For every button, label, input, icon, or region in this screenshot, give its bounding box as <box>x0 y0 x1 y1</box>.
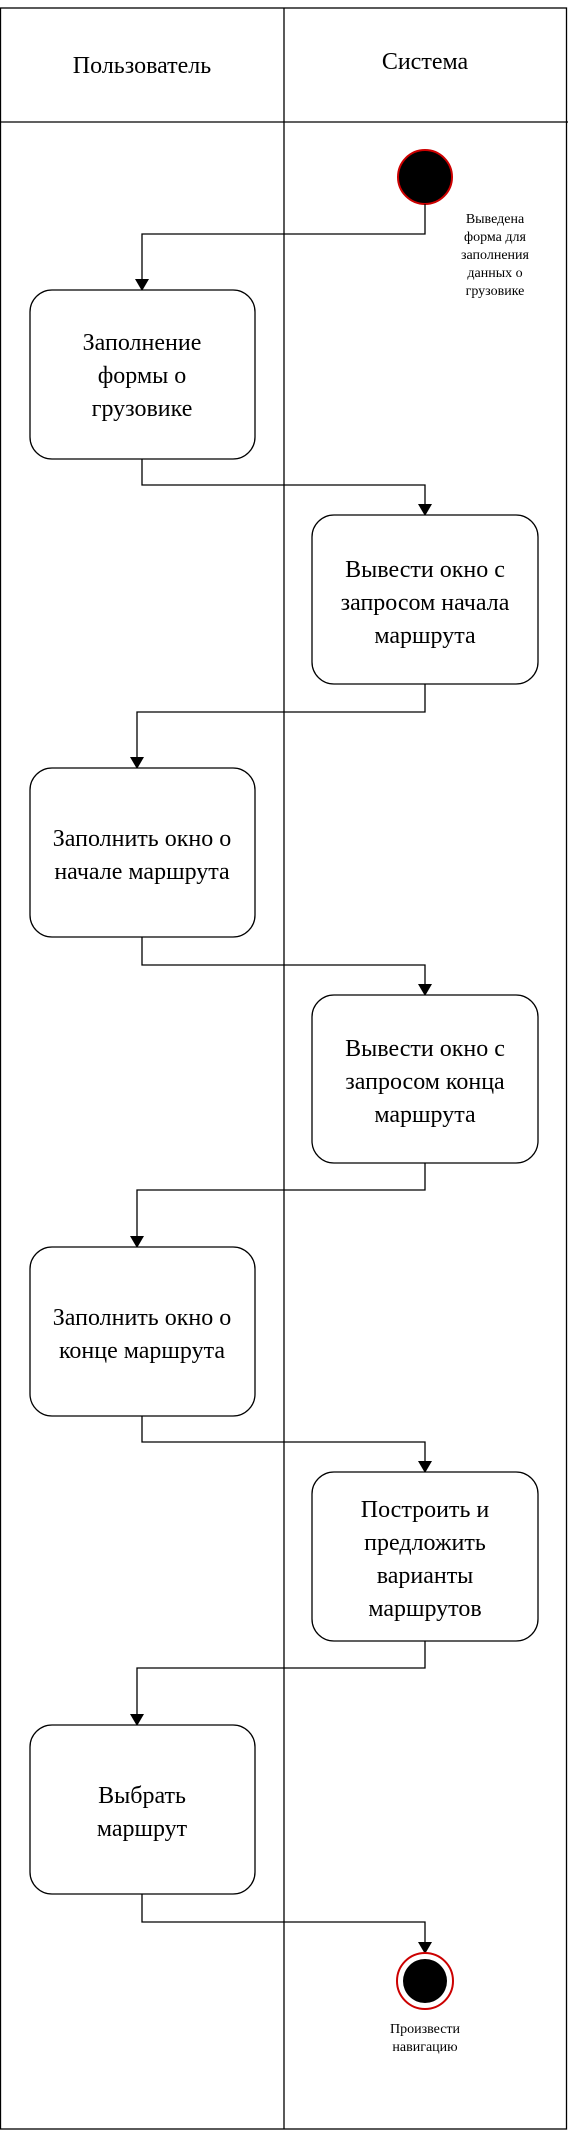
activity-label: варианты <box>377 1563 474 1589</box>
activity-box <box>29 767 256 938</box>
end-note-line: навигацию <box>392 2040 457 2055</box>
activity-box <box>29 1724 256 1895</box>
activity-box <box>311 1471 539 1642</box>
activity-show-route-start-window: Вывести окно с запросом начала маршрута <box>311 514 539 685</box>
lane-title-system: Система <box>382 49 469 75</box>
start-note-line: данных о <box>467 266 522 281</box>
activity-label: Заполнить окно о <box>53 1305 232 1331</box>
activity-build-routes: Построить и предложить варианты маршруто… <box>311 1471 539 1642</box>
activity-show-route-end-window: Вывести окно с запросом конца маршрута <box>311 994 539 1164</box>
activity-label: начале маршрута <box>54 859 230 885</box>
activity-label: маршрутов <box>368 1596 481 1622</box>
activity-label: Заполнение <box>83 330 202 356</box>
activity-label: запросом начала <box>341 590 510 616</box>
activity-label: конце маршрута <box>59 1338 225 1364</box>
activity-fill-route-start: Заполнить окно о начале маршрута <box>29 767 256 938</box>
activity-box <box>311 994 539 1164</box>
lane-title-user: Пользователь <box>73 53 211 79</box>
start-note-line: форма для <box>464 230 526 245</box>
start-node <box>397 149 453 205</box>
flow-arrow <box>130 1641 426 1726</box>
activity-label: Выбрать <box>98 1783 186 1809</box>
activity-label: маршрут <box>97 1816 188 1842</box>
activity-label: запросом конца <box>345 1069 505 1095</box>
flow-arrow <box>135 204 426 291</box>
activity-box <box>29 289 256 460</box>
activity-label: формы о <box>98 363 187 389</box>
activity-choose-route: Выбрать маршрут <box>29 1724 256 1895</box>
activity-label: предложить <box>364 1530 486 1556</box>
activity-label: Вывести окно с <box>345 557 505 583</box>
flow-arrow <box>141 1894 432 1954</box>
flow-arrow <box>130 1163 426 1248</box>
activity-box <box>311 514 539 685</box>
flow-arrow <box>141 1416 432 1473</box>
activity-label: маршрута <box>374 623 476 649</box>
start-note-line: грузовике <box>466 284 525 299</box>
start-note: Выведена форма для заполнения данных о г… <box>461 212 530 299</box>
activity-label: Построить и <box>361 1497 490 1523</box>
activity-fill-route-end: Заполнить окно о конце маршрута <box>29 1246 256 1417</box>
flow-arrow <box>130 684 426 769</box>
end-node <box>396 1952 454 2010</box>
flow-arrow <box>141 459 432 516</box>
start-note-line: заполнения <box>461 248 530 263</box>
activity-label: Вывести окно с <box>345 1036 505 1062</box>
flow-arrow <box>141 937 432 996</box>
activity-label: грузовике <box>92 396 193 422</box>
activity-box <box>29 1246 256 1417</box>
end-node-core <box>403 1959 447 2003</box>
start-note-line: Выведена <box>466 212 525 227</box>
activity-fill-truck-form: Заполнение формы о грузовике <box>29 289 256 460</box>
activity-label: Заполнить окно о <box>53 826 232 852</box>
activity-label: маршрута <box>374 1102 476 1128</box>
end-note-line: Произвести <box>390 2022 461 2037</box>
flow-arrows <box>130 204 432 1954</box>
swimlane-frame <box>0 7 568 2130</box>
